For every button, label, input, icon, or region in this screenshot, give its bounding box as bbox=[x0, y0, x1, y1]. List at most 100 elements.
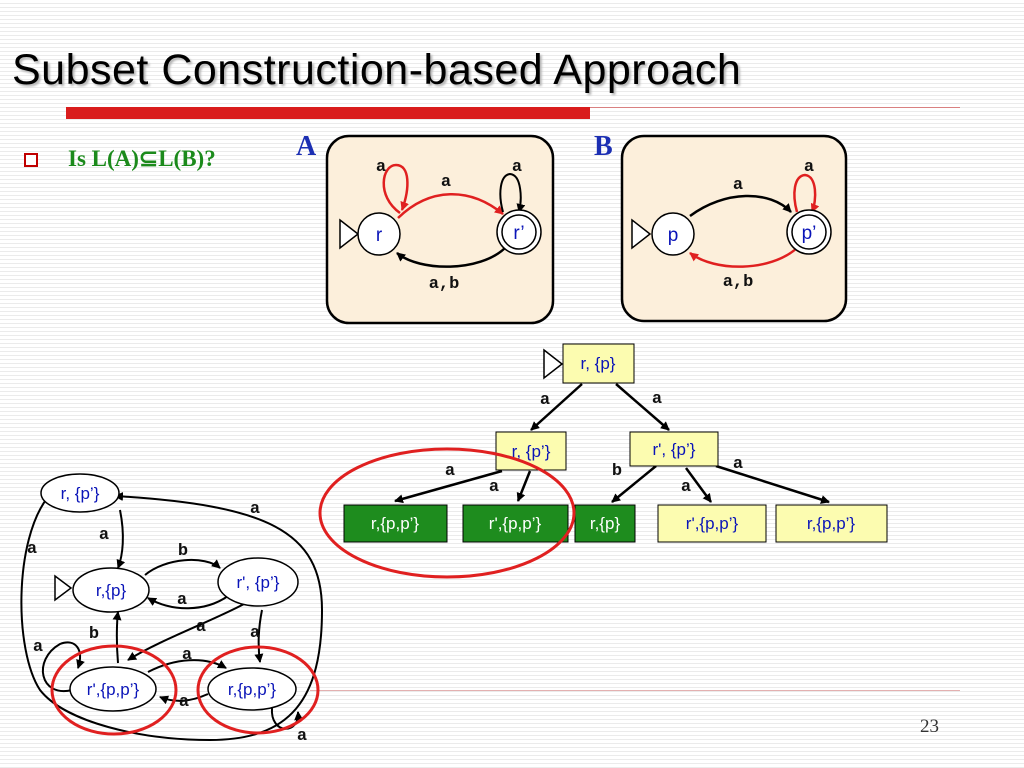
graph-label-4: b bbox=[178, 542, 188, 561]
edge-pprime-self bbox=[793, 173, 820, 213]
title-underline bbox=[66, 107, 590, 119]
title-rule-thin bbox=[590, 107, 960, 108]
tree-root-box bbox=[562, 343, 635, 384]
state-rprime-label: r’ bbox=[513, 223, 524, 244]
graph-label-5: a bbox=[177, 591, 187, 610]
tree-leaf-1-box bbox=[343, 504, 448, 543]
tree-level1-right-label: r', {p’} bbox=[653, 440, 696, 459]
state-pprime bbox=[791, 214, 827, 250]
tree-label-right-leaf3: b bbox=[612, 462, 622, 481]
tree-edge-root-left bbox=[530, 383, 583, 431]
graph-label-1: a bbox=[250, 500, 260, 519]
state-rprime bbox=[501, 214, 537, 250]
automaton-b-start-arrow bbox=[631, 218, 652, 250]
edge-r-to-rprime bbox=[397, 193, 504, 219]
tree-leaf-2-box bbox=[462, 504, 569, 543]
automaton-b-panel bbox=[620, 134, 848, 323]
graph-edge-rprime-pp-to-rp bbox=[112, 611, 122, 664]
graph-label-6: a bbox=[196, 618, 206, 637]
graph-label-2: a bbox=[27, 540, 37, 559]
tree-leaf-4-label: r',{p,p’} bbox=[686, 514, 739, 533]
graph-node-2-label: r,{p} bbox=[96, 581, 127, 600]
slide-number: 23 bbox=[920, 716, 939, 737]
tree-leaf-2-label: r',{p,p’} bbox=[489, 514, 542, 533]
label-pprime-self: a bbox=[804, 158, 814, 177]
tree-edge-left-leaf2 bbox=[516, 470, 532, 502]
tree-edge-right-leaf5 bbox=[715, 464, 830, 504]
label-rprime-self: a bbox=[512, 158, 522, 177]
tree-root-label: r, {p} bbox=[581, 354, 616, 373]
graph-highlight-right bbox=[196, 645, 320, 735]
tree-edge-left-leaf1 bbox=[394, 469, 503, 504]
label-r-to-rprime: a bbox=[441, 173, 451, 192]
tree-leaf-5-box bbox=[775, 504, 888, 543]
subset-graph: r, {p’} r,{p} r', {p’} r',{p,p’} r,{p,p’… bbox=[20, 473, 324, 746]
graph-node-5-label: r,{p,p’} bbox=[228, 680, 277, 699]
automaton-b-label: B bbox=[594, 131, 613, 162]
tree-leaf-5-label: r,{p,p’} bbox=[807, 514, 856, 533]
graph-label-3: a bbox=[99, 526, 109, 545]
graph-edge-rp-to-rprime-pprime bbox=[144, 558, 221, 576]
graph-edge-rprime-pprime-to-rp bbox=[147, 595, 229, 610]
state-p bbox=[651, 212, 695, 256]
graph-node-1 bbox=[40, 473, 120, 513]
state-r-label: r bbox=[376, 225, 383, 246]
graph-start-arrow bbox=[54, 574, 73, 602]
graph-node-4 bbox=[69, 666, 157, 712]
subset-tree: r, {p} r, {p’} r', {p’} r,{p,p’} r',{p,p… bbox=[318, 343, 888, 579]
tree-edge-right-leaf3 bbox=[611, 465, 657, 503]
tree-label-root-right: a bbox=[652, 390, 662, 409]
graph-node-3-label: r', {p’} bbox=[237, 573, 280, 592]
graph-edge-outer-loop bbox=[20, 491, 324, 742]
graph-edge-r-pp-to-rprime-pp bbox=[159, 693, 209, 705]
graph-edge-rprime-pprime-to-rprime-pp bbox=[127, 603, 245, 661]
graph-edge-rprime-pprime-to-r-pp bbox=[254, 609, 264, 663]
state-r bbox=[357, 212, 401, 256]
state-p-label: p bbox=[668, 225, 679, 246]
tree-level1-left-label: r, {p’} bbox=[512, 442, 551, 461]
tree-label-root-left: a bbox=[540, 391, 550, 410]
tree-level1-right-box bbox=[629, 431, 719, 467]
graph-label-9: a bbox=[33, 638, 43, 657]
graph-node-5 bbox=[207, 667, 297, 711]
tree-start-arrow bbox=[543, 348, 564, 380]
edge-rprime-self bbox=[499, 172, 526, 213]
graph-edge-rprime-pp-to-r-pp bbox=[147, 659, 227, 673]
slide-title: Subset Construction-based Approach bbox=[12, 46, 742, 94]
graph-node-2 bbox=[72, 567, 150, 613]
footer-rule bbox=[310, 690, 960, 691]
graph-node-4-label: r',{p,p’} bbox=[87, 680, 140, 699]
automaton-a-start-arrow bbox=[339, 218, 360, 250]
graph-node-3 bbox=[217, 557, 299, 607]
label-p-to-pprime: a bbox=[733, 176, 743, 195]
graph-node-1-label: r, {p’} bbox=[61, 484, 100, 503]
state-pprime-label: p’ bbox=[802, 223, 817, 244]
tree-highlight-ellipse bbox=[318, 447, 576, 579]
automaton-a: r r’ a a a a,b bbox=[325, 134, 555, 325]
tree-leaf-4-box bbox=[657, 504, 767, 543]
tree-label-right-leaf4: a bbox=[681, 478, 691, 497]
edge-pprime-to-p bbox=[689, 247, 798, 268]
tree-leaf-3-box bbox=[574, 504, 636, 543]
graph-highlight-left bbox=[50, 644, 178, 736]
tree-leaf-3-label: r,{p} bbox=[590, 514, 621, 533]
graph-label-8: b bbox=[89, 625, 99, 644]
graph-label-10: a bbox=[182, 646, 192, 665]
edge-p-to-pprime bbox=[689, 194, 792, 218]
edge-rprime-to-r bbox=[396, 247, 506, 268]
label-r-self: a bbox=[376, 158, 386, 177]
automaton-b: p p’ a a a,b bbox=[620, 134, 848, 323]
graph-label-11: a bbox=[179, 693, 189, 712]
bullet-question: Is L(A)⊆L(B)? bbox=[68, 146, 216, 171]
tree-edge-right-leaf4 bbox=[684, 467, 713, 503]
automaton-a-label: A bbox=[296, 131, 317, 162]
edge-r-self bbox=[382, 163, 409, 215]
graph-label-7: a bbox=[250, 624, 260, 643]
tree-label-left-leaf2: a bbox=[489, 478, 499, 497]
bullet-square-icon bbox=[24, 153, 38, 167]
graph-edge-rp-prime-to-rp bbox=[116, 509, 126, 569]
tree-leaf-1-label: r,{p,p’} bbox=[371, 514, 420, 533]
tree-label-left-leaf1: a bbox=[445, 462, 455, 481]
label-pprime-to-p: a,b bbox=[723, 273, 754, 292]
